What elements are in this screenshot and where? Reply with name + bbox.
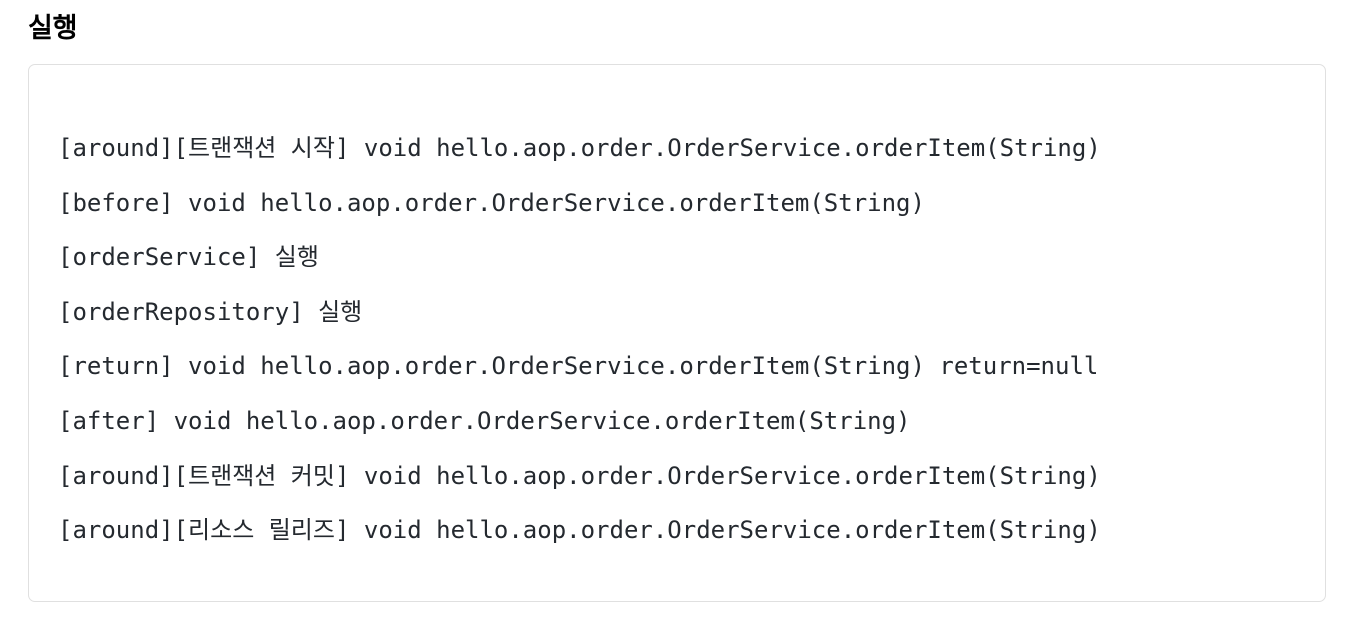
console-line: [return] void hello.aop.order.OrderServi… [58,352,1099,381]
page-title: 실행 [28,13,78,43]
console-line: [after] void hello.aop.order.OrderServic… [58,406,911,435]
console-line: [around][트랜잭션 커밋] void hello.aop.order.O… [58,461,1101,490]
console-line: [around][리소스 릴리즈] void hello.aop.order.O… [58,516,1101,545]
console-line: [orderRepository] 실행 [58,297,363,326]
console-line: [around][트랜잭션 시작] void hello.aop.order.O… [58,134,1101,162]
console-output-block: [around][트랜잭션 시작] void hello.aop.order.O… [28,64,1326,602]
console-line: [orderService] 실행 [58,243,319,272]
console-output-lines: [around][트랜잭션 시작] void hello.aop.order.O… [58,121,1315,558]
console-line: [before] void hello.aop.order.OrderServi… [58,188,925,217]
